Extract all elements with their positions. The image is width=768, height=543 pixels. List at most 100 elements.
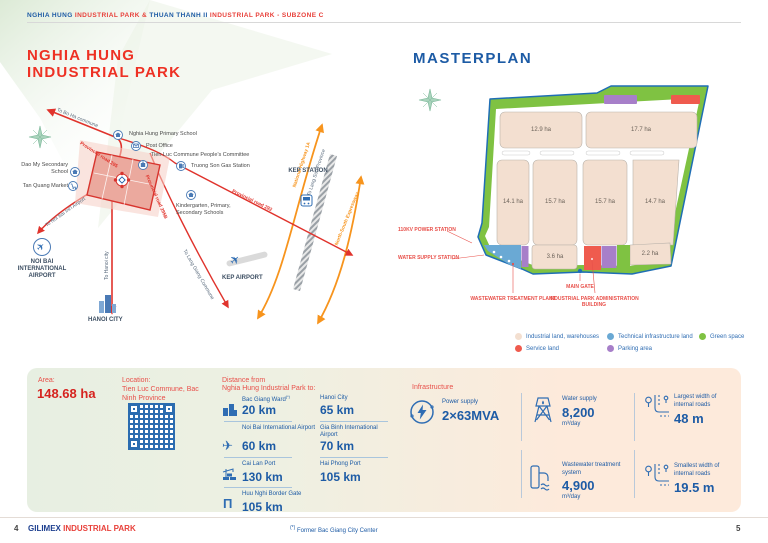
legend-swatch — [515, 333, 522, 340]
divider — [521, 450, 522, 498]
national-highway-1a — [257, 123, 324, 320]
distance-header-1: Distance from — [222, 377, 266, 384]
runway — [226, 251, 268, 267]
plot-area-label: 3.6 ha — [546, 254, 564, 260]
legend-swatch — [515, 345, 522, 352]
page-title: NGHIA HUNG INDUSTRIAL PARK — [27, 47, 181, 81]
compass-icon — [28, 125, 52, 149]
plot-area-label: 2.2 ha — [641, 251, 659, 257]
parking-block-right — [601, 246, 617, 268]
brand-suffix: INDUSTRIAL PARK — [63, 524, 136, 533]
legend-swatch — [699, 333, 706, 340]
infra-item-value: 4,900 — [562, 478, 595, 493]
hanoi-label: HANOI CITY — [88, 317, 123, 323]
location-map-drawing — [28, 108, 365, 325]
industrial-plots — [496, 111, 698, 270]
legend-label: Parking area — [618, 345, 653, 352]
gas-station-label: Truong Son Gas Station — [191, 163, 250, 169]
hanoi-buildings-icon — [99, 295, 116, 313]
water-station-callout: WATER SUPPLY STATION — [398, 255, 460, 261]
callout-lines — [446, 230, 596, 294]
infra-item-label: Smallest width of internal roads — [674, 463, 720, 477]
legend-swatch — [607, 333, 614, 340]
masterplan-legend: Industrial land, warehouses Technical in… — [515, 333, 744, 352]
distance-item-value: 105 km — [320, 470, 361, 484]
train-icon — [300, 194, 313, 207]
distance-item-label: Hai Phong Port — [320, 461, 361, 467]
kindergarten-label: Kindergarten, Primary, Secondary Schools — [176, 203, 231, 216]
distance-item-value: 60 km — [242, 439, 277, 453]
distance-item-value: 130 km — [242, 470, 283, 484]
legend-item: Service land — [515, 345, 607, 352]
committee-label: Tien Luc Commune People's Committee — [151, 152, 250, 158]
primary-school-label: Nghia Hung Primary School — [129, 131, 197, 137]
header-rule — [27, 22, 741, 23]
qr-code — [128, 403, 175, 450]
infra-item-value: 48 m — [674, 411, 704, 426]
infra-item-label: Largest width of internal roads — [674, 394, 717, 408]
masterplan-compass-icon — [418, 88, 442, 112]
legend-label: Green space — [710, 333, 745, 340]
secondary-school-icon — [70, 167, 80, 177]
gas-station-icon — [176, 161, 186, 171]
road-width-icon — [645, 395, 669, 417]
road-to-bo-ha — [46, 108, 116, 138]
committee-icon — [138, 160, 148, 170]
main-gate-callout: MAIN GATE — [566, 284, 594, 290]
distance-item-value: 70 km — [320, 439, 355, 453]
legend-label: Industrial land, warehouses — [526, 333, 600, 340]
header-seg3: THUAN THANH II — [149, 12, 210, 19]
provincial-road-292-line — [114, 136, 354, 256]
main-gate-dot — [577, 268, 583, 274]
port-crane-icon — [222, 468, 236, 480]
divider — [224, 457, 292, 458]
distance-item-value: 65 km — [320, 403, 355, 417]
header-seg1: NGHIA HUNG — [27, 12, 75, 19]
plot-area-label: 14.7 ha — [644, 199, 666, 205]
road-width-icon — [645, 464, 669, 486]
divider — [320, 421, 388, 422]
brand-name: GILIMEX — [28, 524, 61, 533]
north-south-expressway — [317, 175, 365, 325]
border-gate-icon: Π — [223, 496, 233, 511]
title-line1: NGHIA HUNG — [27, 47, 136, 64]
plot-area-label: 15.7 ha — [544, 199, 566, 205]
parking-strip — [604, 95, 637, 104]
admin-callout: INDUSTRIAL PARK ADMINISTRATION BUILDING — [549, 296, 639, 309]
service-strip — [671, 95, 700, 104]
infra-item-unit: m³/day — [562, 421, 581, 427]
city-buildings-icon — [223, 404, 237, 416]
legend-item: Technical infrastructure land — [607, 333, 699, 340]
dao-my-label: Dao My Secondary School — [21, 162, 68, 175]
header-seg4: INDUSTRIAL PARK - SUBZONE C — [209, 12, 324, 19]
distance-item-label: Cai Lan Port — [242, 461, 276, 467]
wwtp-callout: WASTEWATER TREATMENT PLANT — [470, 296, 556, 302]
kindergarten-icon — [186, 190, 196, 200]
area-value: 148.68 ha — [37, 386, 96, 401]
location-label: Location: — [122, 377, 151, 384]
location-value: Tien Luc Commune, Bac Ninh Province — [122, 386, 199, 402]
divider — [634, 450, 635, 498]
distance-item-label: Hanoi City — [320, 395, 348, 401]
legend-label: Service land — [526, 345, 560, 352]
distance-header-2: Nghia Hung Industrial Park to: — [222, 385, 316, 392]
infra-item-label: Wastewater treatment system — [562, 462, 621, 476]
green-wedge — [617, 245, 630, 269]
legend-item: Parking area — [607, 345, 699, 352]
page-number-left: 4 — [14, 524, 19, 533]
footer-rule — [0, 517, 768, 518]
legend-label: Technical infrastructure land — [618, 333, 693, 340]
plot-area-label: 12.9 ha — [530, 127, 552, 133]
masterplan-drawing — [418, 85, 709, 294]
masterplan: 12.9 ha 17.7 ha 14.1 ha 15.7 ha 15.7 ha … — [390, 85, 768, 365]
plot-area-label: 15.7 ha — [594, 199, 616, 205]
title-line2: INDUSTRIAL PARK — [27, 64, 182, 81]
to-hanoi-label: To Hanoi city — [104, 251, 110, 280]
park-logo-icon — [113, 171, 131, 189]
infra-item-value: 8,200 — [562, 405, 595, 420]
legend-item: Industrial land, warehouses — [515, 333, 607, 340]
area-label: Area: — [38, 377, 55, 384]
page-number-right: 5 — [736, 524, 741, 533]
footer-brand: GILIMEX INDUSTRIAL PARK — [28, 524, 136, 533]
